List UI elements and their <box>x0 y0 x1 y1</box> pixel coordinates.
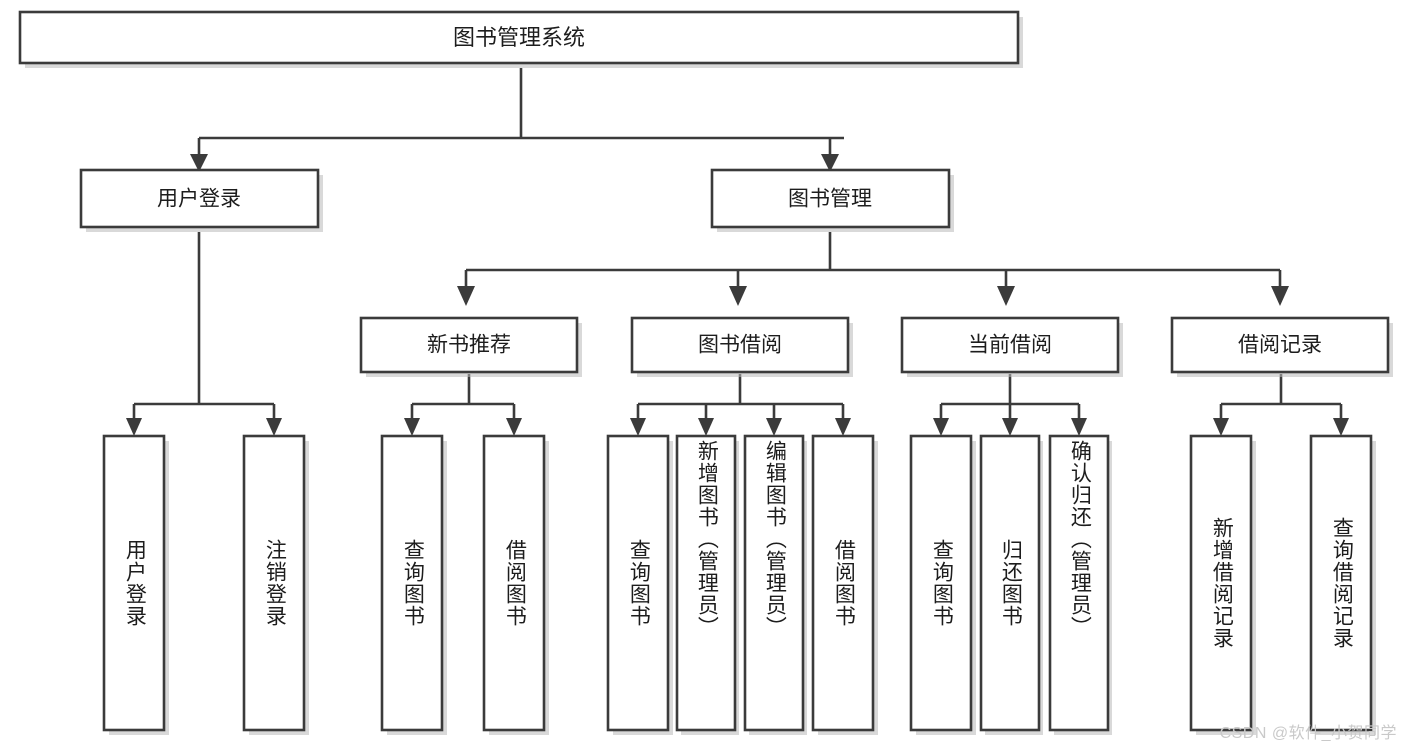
arrow-borrowrecord-leaf-1 <box>1213 418 1229 436</box>
arrow-bookmanage-bookborrow <box>729 286 747 306</box>
node-root[interactable]: 图书管理系统 <box>18 10 1023 68</box>
node-leaf-query-book-3[interactable] <box>909 434 976 735</box>
new-book-rec-rect <box>359 316 579 374</box>
connector-layer <box>126 68 1349 436</box>
book-borrow-label: 图书借阅 <box>698 334 782 357</box>
leaf-boxes-layer <box>102 434 1376 735</box>
current-borrow-label: 当前借阅 <box>968 334 1052 357</box>
arrow-userlogin-leaf-1 <box>126 418 142 436</box>
node-borrow-record[interactable]: 借阅记录 <box>1170 316 1393 377</box>
arrow-bookmanage-currentborrow <box>997 286 1015 306</box>
leaf-add-record-rect <box>1189 434 1253 732</box>
book-manage-label: 图书管理 <box>788 188 872 211</box>
borrow-record-rect <box>1170 316 1390 374</box>
node-leaf-query-book-1[interactable] <box>380 434 447 735</box>
node-leaf-add-book[interactable] <box>675 434 739 735</box>
leaf-borrow-book-1-rect <box>482 434 546 732</box>
arrow-bookmanage-newbook <box>457 286 475 306</box>
leaf-edit-book-rect <box>743 434 805 732</box>
arrow-borrowrecord-leaf-2 <box>1333 418 1349 436</box>
book-manage-rect <box>710 168 951 229</box>
node-leaf-confirm-return[interactable] <box>1048 434 1112 735</box>
node-leaf-borrow-book-2[interactable] <box>811 434 878 735</box>
node-book-borrow[interactable]: 图书借阅 <box>630 316 853 377</box>
leaf-query-record-rect <box>1309 434 1373 732</box>
leaf-user-login-rect <box>102 434 166 732</box>
node-leaf-logout[interactable] <box>242 434 309 735</box>
leaf-confirm-return-rect <box>1048 434 1110 732</box>
node-leaf-query-book-2[interactable] <box>606 434 673 735</box>
node-leaf-query-record[interactable] <box>1309 434 1376 735</box>
leaf-add-book-rect <box>675 434 737 732</box>
node-user-login[interactable]: 用户登录 <box>79 168 323 232</box>
leaf-borrow-book-2-rect <box>811 434 875 732</box>
csdn-watermark: CSDN @软件_小贺同学 <box>1219 725 1397 742</box>
arrow-userlogin-leaf-2 <box>266 418 282 436</box>
node-leaf-user-login[interactable] <box>102 434 169 735</box>
arrow-currentborrow-leaf-3 <box>1071 418 1087 436</box>
user-login-label: 用户登录 <box>157 188 241 211</box>
arrow-bookborrow-leaf-3 <box>766 418 782 436</box>
arrow-newbook-leaf-1 <box>404 418 420 436</box>
arrow-root-to-book-manage <box>821 154 839 172</box>
current-borrow-rect <box>900 316 1120 374</box>
arrow-bookborrow-leaf-4 <box>835 418 851 436</box>
leaf-query-book-3-rect <box>909 434 973 732</box>
node-new-book-rec[interactable]: 新书推荐 <box>359 316 582 377</box>
leaf-return-book-rect <box>979 434 1041 732</box>
arrow-newbook-leaf-2 <box>506 418 522 436</box>
arrow-bookborrow-leaf-1 <box>630 418 646 436</box>
root-label: 图书管理系统 <box>453 25 585 50</box>
book-borrow-rect <box>630 316 850 374</box>
node-leaf-edit-book[interactable] <box>743 434 807 735</box>
node-leaf-return-book[interactable] <box>979 434 1043 735</box>
node-book-manage[interactable]: 图书管理 <box>710 168 954 232</box>
node-leaf-add-record[interactable] <box>1189 434 1256 735</box>
new-book-rec-label: 新书推荐 <box>427 334 511 357</box>
leaf-query-book-1-rect <box>380 434 444 732</box>
leaf-logout-rect <box>242 434 306 732</box>
arrow-bookborrow-leaf-2 <box>698 418 714 436</box>
arrow-currentborrow-leaf-1 <box>933 418 949 436</box>
borrow-record-label: 借阅记录 <box>1238 334 1322 357</box>
node-leaf-borrow-book-1[interactable] <box>482 434 549 735</box>
node-current-borrow[interactable]: 当前借阅 <box>900 316 1123 377</box>
leaf-query-book-2-rect <box>606 434 670 732</box>
user-login-rect <box>79 168 320 229</box>
arrow-root-to-user-login <box>190 154 208 172</box>
root-rect <box>18 10 1020 65</box>
arrow-bookmanage-borrowrecord <box>1271 286 1289 306</box>
arrow-currentborrow-leaf-2 <box>1002 418 1018 436</box>
